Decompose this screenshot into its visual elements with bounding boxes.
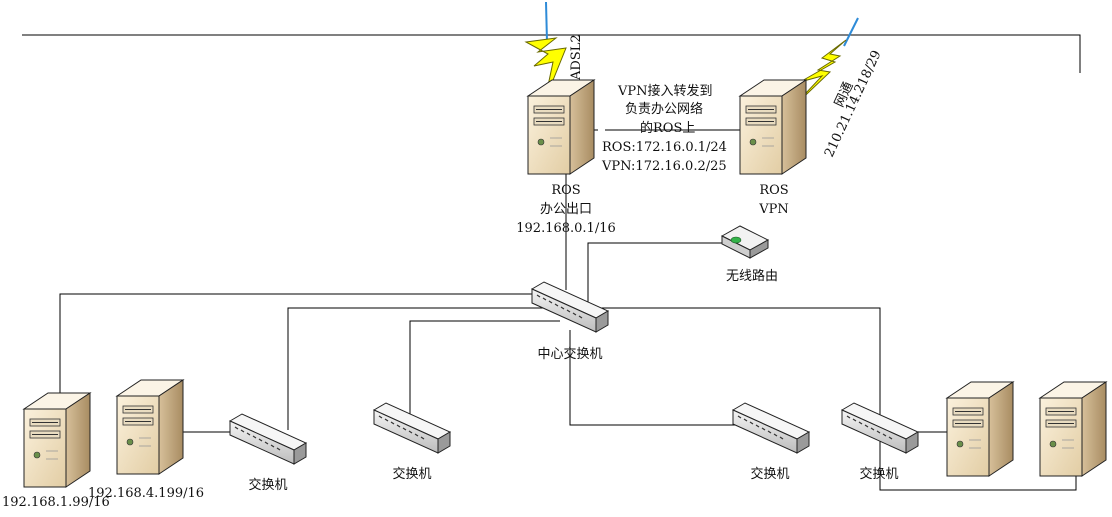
switch1-label: 交换机 [248, 477, 287, 493]
vpn-note-line3: 的ROS上 [640, 120, 695, 136]
host1-server-icon[interactable] [23, 392, 91, 488]
wan-line [22, 34, 1081, 73]
adsl-label: ADSL2 [569, 34, 584, 81]
ros-office-role: 办公出口 [540, 202, 592, 217]
vpn-note-vpn-ip: VPN:172.16.0.2/25 [601, 159, 727, 174]
vpn-note-ros-ip: ROS:172.16.0.1/24 [602, 140, 727, 155]
switch1-icon[interactable] [229, 413, 307, 465]
host2-ip-label: 192.168.4.199/16 [88, 486, 204, 501]
line-core-to-switch2 [409, 320, 560, 425]
wireless-router-label: 无线路由 [726, 268, 778, 284]
vpn-note-line1: VPN接入转发到 [617, 83, 713, 99]
ros-office-server-icon[interactable] [527, 79, 595, 175]
core-switch-label: 中心交换机 [537, 346, 602, 362]
ros-vpn-name: ROS [759, 183, 788, 198]
host1-ip-label: 192.168.1.99/16 [2, 495, 110, 510]
wireless-router-icon[interactable] [720, 225, 770, 259]
ros-office-name: ROS [551, 183, 580, 198]
switch3-label: 交换机 [750, 466, 789, 482]
ros-vpn-server-icon[interactable] [739, 79, 807, 175]
line-core-to-switch1 [287, 307, 548, 430]
core-switch-icon[interactable] [531, 281, 609, 333]
line-core-to-switch3 [569, 330, 748, 426]
right-server1-icon[interactable] [946, 381, 1014, 477]
switch3-icon[interactable] [732, 402, 810, 454]
switch2-label: 交换机 [392, 466, 431, 482]
host2-server-icon[interactable] [116, 379, 184, 475]
vpn-note-line2: 负责办公网络 [625, 101, 703, 117]
right-server2-icon[interactable] [1039, 381, 1107, 477]
line-wireless-to-core [587, 242, 722, 304]
ros-vpn-role: VPN [758, 202, 789, 217]
switch2-icon[interactable] [373, 402, 451, 454]
switch4-label: 交换机 [859, 466, 898, 482]
ros-office-ip: 192.168.0.1/16 [516, 221, 616, 236]
